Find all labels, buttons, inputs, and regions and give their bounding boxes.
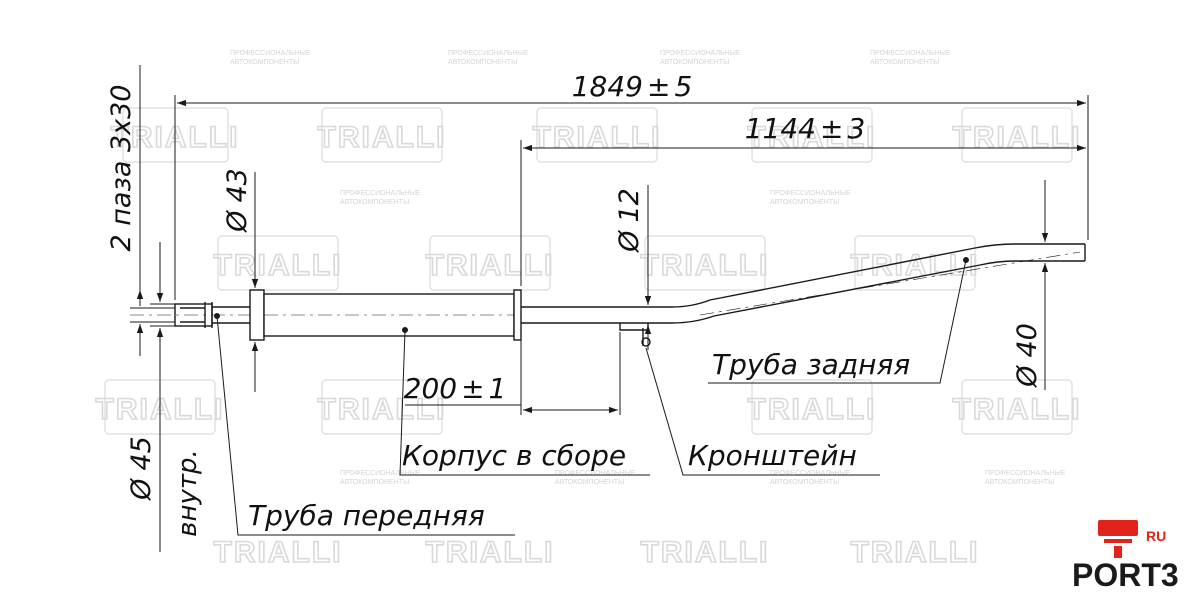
svg-text:ПРОФЕССИОНАЛЬНЫЕ: ПРОФЕССИОНАЛЬНЫЕ [230,50,311,57]
watermark-row-4: TRIALLI TRIALLI TRIALLI TRIALLI [213,535,980,570]
dim-overall-text: 1849±5 [572,70,693,103]
label-bracket: Кронштейн [688,439,857,472]
leader-body [399,329,650,476]
svg-text:ПРОФЕССИОНАЛЬНЫЕ: ПРОФЕССИОНАЛЬНЫЕ [340,190,421,197]
svg-text:АВТОКОМПОНЕНТЫ: АВТОКОМПОНЕНТЫ [770,199,839,206]
dim-inner-note-text: внутр. [173,449,203,537]
svg-text:АВТОКОМПОНЕНТЫ: АВТОКОМПОНЕНТЫ [340,199,409,206]
label-front-pipe: Труба передняя [248,499,485,532]
watermark-brand: TRIALLI [426,249,555,282]
watermark-brand: TRIALLI [214,536,343,569]
svg-text:АВТОКОМПОНЕНТЫ: АВТОКОМПОНЕНТЫ [340,479,409,486]
dim-body-offset-text: 200±1 [404,372,507,405]
dimension-lines [130,65,1089,552]
svg-text:ПРОФЕССИОНАЛЬНЫЕ: ПРОФЕССИОНАЛЬНЫЕ [985,470,1066,477]
svg-text:ПРОФЕССИОНАЛЬНЫЕ: ПРОФЕССИОНАЛЬНЫЕ [340,470,421,477]
dim-body-diameter-text: Ø43 [222,168,253,233]
watermark-brand: TRIALLI [214,249,343,282]
svg-text:ПРОФЕССИОНАЛЬНЫЕ: ПРОФЕССИОНАЛЬНЫЕ [770,190,851,197]
part-labels: Труба передняя Корпус в сборе Кронштейн … [248,348,910,532]
label-rear-pipe: Труба задняя [712,348,910,381]
muffler-body [249,289,522,341]
watermark-row-2: TRIALLI TRIALLI TRIALLI TRIALLI [213,235,978,291]
watermark-brand: TRIALLI [426,536,555,569]
watermark-brand: TRIALLI [748,393,877,426]
watermark-brand: TRIALLI [851,536,980,569]
piston-icon [1098,520,1138,558]
svg-text:АВТОКОМПОНЕНТЫ: АВТОКОМПОНЕНТЫ [555,479,624,486]
bracket [619,323,651,347]
leader-rear-pipe [708,259,967,384]
svg-text:ПРОФЕССИОНАЛЬНЫЕ: ПРОФЕССИОНАЛЬНЫЕ [870,50,951,57]
watermark-taglines: ПРОФЕССИОНАЛЬНЫЕ АВТОКОМПОНЕНТЫ ПРОФЕССИ… [230,50,1066,486]
label-body: Корпус в сборе [402,439,626,472]
middle-pipe [521,306,672,324]
watermark-row-3: TRIALLI TRIALLI TRIALLI TRIALLI [95,379,1082,435]
watermark-brand: TRIALLI [953,121,1082,154]
watermark-brand: TRIALLI [641,536,770,569]
watermark-row-1: TRIALLI TRIALLI TRIALLI TRIALLI TRIALLI [110,107,1082,163]
leader-bracket [645,347,880,476]
dim-rear-text: 1144±3 [745,112,866,145]
logo-name: PORT3 [1072,557,1179,593]
leader-lines [214,257,969,536]
front-pipe [212,306,250,324]
watermark-brand: TRIALLI [953,393,1082,426]
svg-text:АВТОКОМПОНЕНТЫ: АВТОКОМПОНЕНТЫ [660,59,729,66]
svg-text:АВТОКОМПОНЕНТЫ: АВТОКОМПОНЕНТЫ [770,479,839,486]
dim-inner-diameter-text: Ø45 [126,436,157,501]
dim-bracket-diameter-text: Ø12 [614,188,645,253]
watermark-brand: TRIALLI [533,121,662,154]
svg-text:АВТОКОМПОНЕНТЫ: АВТОКОМПОНЕНТЫ [230,59,299,66]
watermark-brand: TRIALLI [96,393,225,426]
port3-logo: RU PORT3 [1072,520,1179,593]
svg-text:АВТОКОМПОНЕНТЫ: АВТОКОМПОНЕНТЫ [870,59,939,66]
dim-rear-diameter-text: Ø40 [1012,323,1043,388]
svg-text:АВТОКОМПОНЕНТЫ: АВТОКОМПОНЕНТЫ [985,479,1054,486]
watermark-layer: TRIALLI TRIALLI TRIALLI TRIALLI TRIALLI … [95,50,1082,570]
svg-text:ПРОФЕССИОНАЛЬНЫЕ: ПРОФЕССИОНАЛЬНЫЕ [448,50,529,57]
exhaust-parts [130,243,1086,347]
svg-text:ПРОФЕССИОНАЛЬНЫЕ: ПРОФЕССИОНАЛЬНЫЕ [555,470,636,477]
svg-text:ПРОФЕССИОНАЛЬНЫЕ: ПРОФЕССИОНАЛЬНЫЕ [770,470,851,477]
leader-front-pipe [216,315,515,536]
watermark-brand: TRIALLI [111,121,240,154]
rear-pipe [671,243,1086,324]
watermark-brand: TRIALLI [318,393,447,426]
svg-text:ПРОФЕССИОНАЛЬНЫЕ: ПРОФЕССИОНАЛЬНЫЕ [660,50,741,57]
logo-suffix: RU [1146,528,1166,544]
svg-text:АВТОКОМПОНЕНТЫ: АВТОКОМПОНЕНТЫ [448,59,517,66]
dimension-texts: 1849±5 1144±3 200±1 2 паза 3х30 Ø43 Ø12 … [106,70,1043,537]
watermark-brand: TRIALLI [318,121,447,154]
dim-slots-text: 2 паза 3х30 [106,85,137,252]
watermark-brand: TRIALLI [641,249,770,282]
